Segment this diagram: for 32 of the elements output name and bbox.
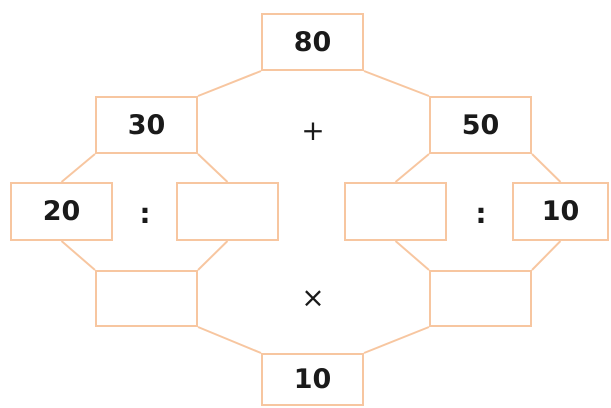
operator-sign: + — [301, 117, 325, 145]
operator-sign: : — [139, 200, 151, 228]
empty-answer-box — [176, 182, 279, 241]
number-text: 10 — [542, 198, 580, 225]
number-box — [512, 182, 609, 241]
number-box — [261, 353, 364, 406]
number-box — [429, 96, 532, 154]
connector-line — [60, 240, 96, 271]
connector-line — [198, 70, 262, 97]
number-text: 80 — [294, 28, 332, 56]
operator-sign: × — [301, 284, 325, 312]
empty-answer-box — [429, 270, 532, 327]
connector-line — [531, 153, 562, 183]
operator-sign: : — [475, 200, 487, 228]
connector-line — [364, 70, 430, 97]
empty-answer-box — [95, 270, 198, 327]
number-box — [261, 13, 364, 71]
number-box — [95, 96, 198, 154]
number-text: 10 — [294, 366, 332, 393]
number-text: 20 — [42, 198, 80, 225]
connector-line — [394, 153, 430, 183]
connector-line — [364, 326, 430, 354]
number-text: 50 — [462, 112, 500, 138]
connector-line — [531, 240, 562, 271]
connector-line — [197, 240, 228, 271]
empty-answer-box — [344, 182, 447, 241]
number-text: 30 — [128, 112, 166, 138]
number-box — [10, 182, 113, 241]
connector-line — [198, 326, 262, 354]
connector-line — [394, 240, 430, 271]
connector-line — [197, 153, 228, 183]
connector-line — [60, 153, 96, 183]
